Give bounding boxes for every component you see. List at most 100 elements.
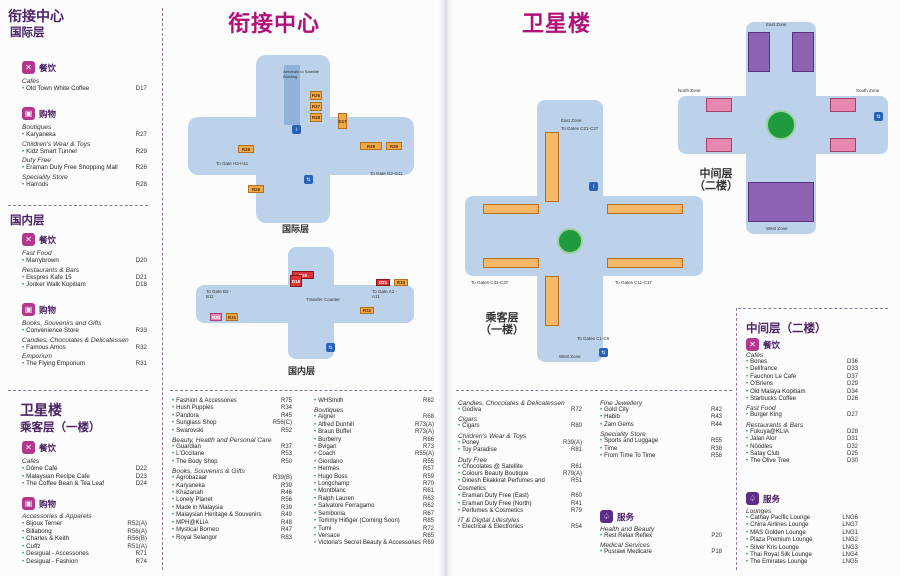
lounge-block[interactable] [792, 32, 814, 72]
lounge-block[interactable] [748, 182, 814, 222]
list-item[interactable]: Eraman Duty Free (East)R60 [458, 493, 582, 500]
shop-r26[interactable]: R26 [310, 91, 322, 100]
shop-r29[interactable]: R29 [360, 142, 382, 150]
shop-r26[interactable]: R26 [238, 145, 254, 153]
shop-block[interactable] [545, 132, 559, 202]
shop-r31[interactable]: R31 [226, 313, 238, 321]
shop-r26[interactable]: R26 [248, 185, 264, 193]
shop-r26[interactable]: R26 [386, 142, 402, 150]
shop-r33[interactable]: R33 [394, 279, 408, 286]
list-item[interactable]: Eraman Duty Free (North)R41 [458, 501, 582, 508]
list-item[interactable]: Dinesh Ekakkrat Perfumes and CosmeticsR5… [458, 478, 582, 493]
shop-block[interactable] [607, 258, 683, 268]
shop-r32[interactable]: R32 [360, 307, 374, 314]
lounge-block[interactable] [748, 32, 770, 72]
shop-block[interactable] [483, 258, 539, 268]
shop-block[interactable] [483, 204, 539, 214]
shop-r27[interactable]: R27 [310, 102, 322, 111]
dining-block[interactable] [830, 98, 856, 112]
dining-block[interactable] [830, 138, 856, 152]
dining-block[interactable] [706, 98, 732, 112]
shop-d17[interactable]: D17 [338, 113, 347, 129]
shop-block[interactable] [545, 276, 559, 326]
list-item[interactable]: Victoria's Secret Beauty & AccessoriesR6… [314, 540, 434, 547]
list-item[interactable]: Tommy Hilfiger (Coming Soon)R85 [314, 518, 434, 525]
shop-d18[interactable]: D18 [290, 275, 302, 287]
